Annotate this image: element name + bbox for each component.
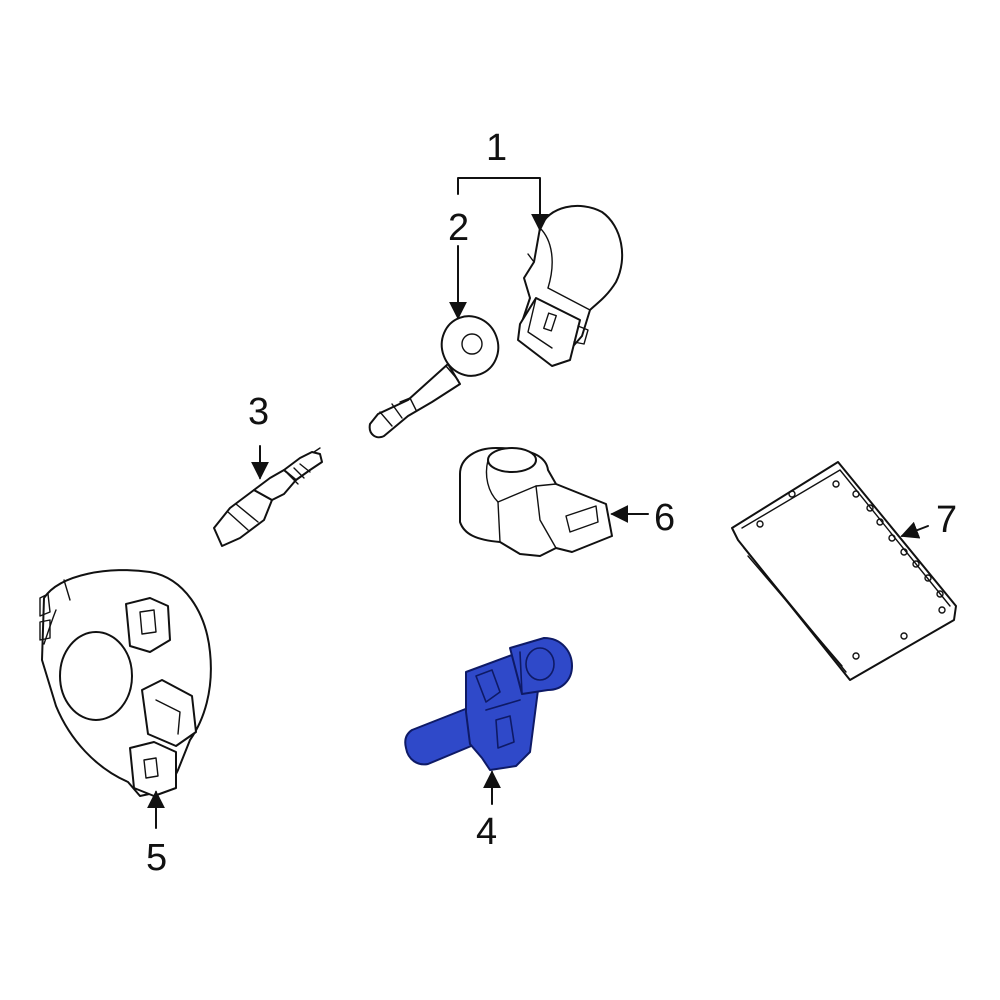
part-2-coil-boot[interactable] (368, 308, 507, 439)
part-7-control-module[interactable] (731, 461, 957, 681)
part-4-camshaft-sensor[interactable] (404, 637, 573, 771)
callout-2: 2 (448, 207, 469, 249)
callout-labels: 1 2 3 4 5 6 7 (146, 127, 957, 879)
part-5-housing[interactable] (39, 569, 212, 797)
leader-lines (147, 177, 929, 829)
part-6-sensor[interactable] (459, 447, 613, 557)
callout-5: 5 (146, 837, 167, 879)
callout-3: 3 (248, 391, 269, 433)
callout-6: 6 (654, 497, 675, 539)
part-3-spark-plug[interactable] (213, 447, 323, 547)
part-1-coil-head[interactable] (517, 205, 624, 367)
callout-7: 7 (936, 499, 957, 541)
callout-4: 4 (476, 811, 497, 853)
callout-1: 1 (486, 127, 507, 169)
